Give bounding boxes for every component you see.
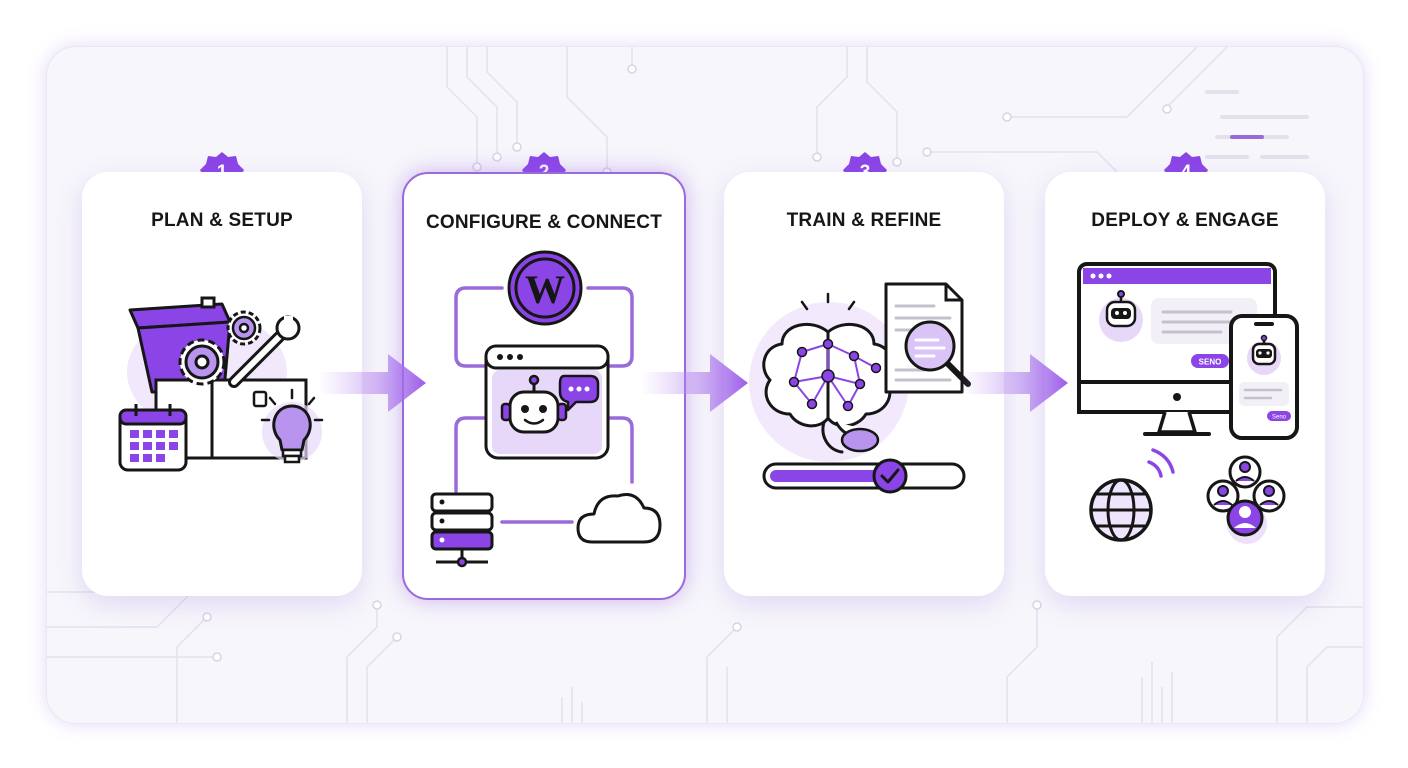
- community-icon: [1206, 455, 1286, 544]
- step-4-illustration: SENO Seno: [1077, 262, 1299, 544]
- brain-network-icon: [762, 322, 894, 454]
- step-2-title: CONFIGURE & CONNECT: [425, 212, 663, 233]
- step-4-title: DEPLOY & ENGAGE: [1091, 210, 1279, 231]
- step-1-illustration: [118, 296, 324, 472]
- desktop-send-button[interactable]: SENO: [1199, 358, 1222, 367]
- calendar-icon: [118, 404, 188, 472]
- svg-text:W: W: [525, 267, 565, 312]
- circuit-background: [47, 47, 1363, 723]
- phone-chat-icon: Seno: [1229, 314, 1299, 440]
- server-icon: [430, 492, 494, 568]
- wrench-icon: [228, 315, 301, 388]
- step-4-card: DEPLOY & ENGAGE SENO: [1045, 172, 1325, 596]
- arrow-2-to-3: [640, 354, 748, 412]
- arrow-1-to-2: [318, 354, 426, 412]
- step-3-title: TRAIN & REFINE: [786, 210, 942, 231]
- chatbot-window-icon: [484, 344, 610, 460]
- step-1-card: PLAN & SETUP: [82, 172, 362, 596]
- step-2-illustration: W: [430, 250, 662, 568]
- lightbulb-icon: [260, 388, 324, 464]
- globe-icon: [1089, 448, 1175, 542]
- gear-icon: [178, 310, 262, 386]
- progress-slider-icon: [762, 458, 966, 494]
- step-2-card: CONFIGURE & CONNECT W: [402, 172, 686, 600]
- step-3-card: TRAIN & REFINE: [724, 172, 1004, 596]
- phone-send-button[interactable]: Seno: [1272, 415, 1287, 421]
- step-1-title: PLAN & SETUP: [151, 210, 293, 231]
- cloud-icon: [576, 493, 662, 544]
- document-search-icon: [884, 282, 971, 394]
- wordpress-icon: W: [507, 250, 583, 326]
- step-3-illustration: [749, 282, 971, 494]
- arrow-3-to-4: [960, 354, 1068, 412]
